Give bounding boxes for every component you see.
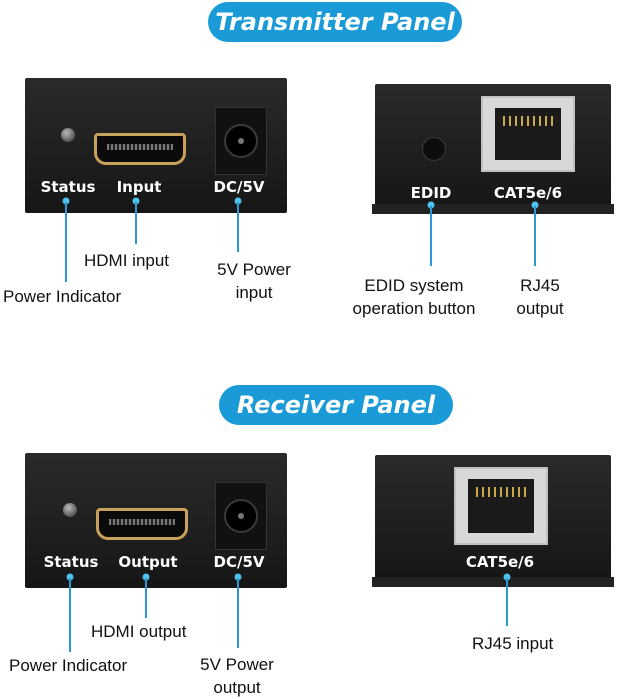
power-output-line1: 5V Power bbox=[200, 655, 274, 674]
hdmi-port-icon bbox=[96, 508, 188, 540]
receiver-title: Receiver Panel bbox=[219, 385, 453, 425]
cat-label: CAT5e/6 bbox=[493, 184, 563, 202]
edid-caption-line2: operation button bbox=[352, 299, 476, 318]
rj45-output-caption: RJ45 output bbox=[500, 274, 580, 320]
dc-jack-icon bbox=[224, 124, 258, 158]
rj45-pins bbox=[503, 116, 553, 126]
edid-leader-line bbox=[430, 206, 432, 266]
output-leader-line bbox=[145, 578, 147, 618]
power-indicator-caption: Power Indicator bbox=[3, 287, 122, 306]
edid-label: EDID bbox=[410, 184, 452, 202]
cat-pointer-dot bbox=[531, 201, 539, 209]
status-led-icon bbox=[63, 503, 77, 517]
transmitter-hdmi-panel: Status Input DC/5V bbox=[25, 78, 287, 213]
cat-leader-line bbox=[506, 578, 508, 626]
power-input-line2: input bbox=[235, 283, 273, 302]
receiver-title-text: Receiver Panel bbox=[236, 391, 436, 419]
dc-pin bbox=[238, 138, 244, 144]
status-led-icon bbox=[61, 128, 75, 142]
panel-flange bbox=[372, 577, 614, 587]
transmitter-title: Transmitter Panel bbox=[208, 2, 462, 42]
dc-leader-line bbox=[237, 578, 239, 648]
status-label: Status bbox=[43, 553, 99, 571]
dc-leader-line bbox=[237, 202, 239, 252]
hdmi-port-icon bbox=[94, 133, 186, 165]
status-leader-line bbox=[69, 578, 71, 652]
output-label: Output bbox=[118, 553, 178, 571]
dc-pointer-dot bbox=[234, 573, 242, 581]
hdmi-input-caption: HDMI input bbox=[84, 251, 170, 270]
dc-pin bbox=[238, 513, 244, 519]
hdmi-output-caption: HDMI output bbox=[91, 622, 187, 641]
receiver-hdmi-panel: Status Output DC/5V bbox=[25, 453, 287, 588]
rj45-output-line2: output bbox=[516, 299, 564, 318]
cat-leader-line bbox=[534, 206, 536, 266]
transmitter-title-text: Transmitter Panel bbox=[215, 8, 455, 36]
edid-pointer-dot bbox=[427, 201, 435, 209]
dc-jack-housing bbox=[215, 482, 267, 550]
status-leader-line bbox=[65, 202, 67, 282]
power-input-caption: 5V Power input bbox=[204, 258, 304, 304]
input-label: Input bbox=[116, 178, 162, 196]
rj45-port-icon bbox=[481, 96, 575, 172]
panel-flange bbox=[372, 204, 614, 214]
status-pointer-dot bbox=[66, 573, 74, 581]
input-pointer-dot bbox=[132, 197, 140, 205]
status-label: Status bbox=[40, 178, 96, 196]
status-pointer-dot bbox=[62, 197, 70, 205]
dc-jack-housing bbox=[215, 107, 267, 175]
output-pointer-dot bbox=[142, 573, 150, 581]
cat-label: CAT5e/6 bbox=[465, 553, 535, 571]
dc-jack-icon bbox=[224, 499, 258, 533]
input-leader-line bbox=[135, 202, 137, 244]
dc-label: DC/5V bbox=[213, 178, 265, 196]
power-output-line2: output bbox=[213, 678, 261, 697]
power-output-caption: 5V Power output bbox=[185, 653, 289, 699]
rj45-port-icon bbox=[454, 467, 548, 545]
edid-caption-line1: EDID system bbox=[364, 276, 464, 295]
receiver-cat-panel: CAT5e/6 bbox=[375, 455, 611, 579]
rj45-pins bbox=[476, 487, 526, 497]
edid-caption: EDID system operation button bbox=[336, 274, 492, 320]
cat-pointer-dot bbox=[503, 573, 511, 581]
edid-button-icon[interactable] bbox=[422, 137, 446, 161]
transmitter-cat-panel: EDID CAT5e/6 bbox=[375, 84, 611, 206]
rj45-output-line1: RJ45 bbox=[520, 276, 560, 295]
power-indicator-caption: Power Indicator bbox=[9, 656, 128, 675]
dc-label: DC/5V bbox=[213, 553, 265, 571]
dc-pointer-dot bbox=[234, 197, 242, 205]
power-input-line1: 5V Power bbox=[217, 260, 291, 279]
rj45-input-caption: RJ45 input bbox=[472, 634, 554, 653]
